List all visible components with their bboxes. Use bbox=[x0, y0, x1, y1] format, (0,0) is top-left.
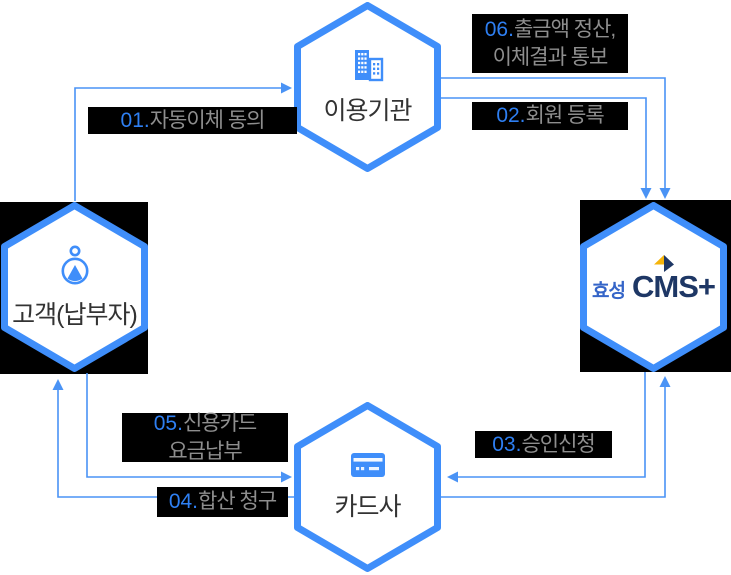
arrowhead-up-icon bbox=[52, 379, 64, 390]
step-05-label: 05.신용카드 요금납부 bbox=[122, 411, 288, 463]
node-customer: 고객(납부자) bbox=[1, 202, 148, 372]
hyosung-cms-logo: 효성 CMS+ bbox=[592, 255, 716, 305]
arrowheads bbox=[52, 82, 671, 483]
step-02-label: 02.회원 등록 bbox=[472, 102, 628, 130]
person-icon bbox=[61, 245, 88, 284]
node-institution-label: 이용기관 bbox=[323, 96, 412, 125]
node-card: 카드사 bbox=[294, 402, 441, 572]
connector-card-to-cms bbox=[441, 385, 666, 498]
step-05-text-line2: 요금납부 bbox=[168, 439, 242, 463]
step-03-number: 03. bbox=[492, 432, 522, 456]
step-02-text: 회원 등록 bbox=[525, 104, 605, 128]
step-01-number: 01. bbox=[120, 108, 150, 132]
node-card-label: 카드사 bbox=[334, 492, 401, 521]
arrowhead-right-icon bbox=[281, 471, 292, 483]
step-05-number: 05. bbox=[153, 411, 183, 435]
connector-02 bbox=[441, 97, 647, 190]
arrowhead-down-icon bbox=[640, 188, 652, 199]
logo-hyosung-text: 효성 bbox=[592, 281, 626, 302]
connector-03 bbox=[457, 372, 646, 478]
step-05-text: 신용카드 bbox=[182, 411, 257, 435]
step-06-text: 출금액 정산, bbox=[513, 17, 616, 41]
step-03-label: 03.승인신청 bbox=[475, 431, 612, 458]
logo-cms-text: CMS+ bbox=[631, 269, 716, 304]
step-06-text-line2: 이체결과 통보 bbox=[492, 45, 609, 69]
step-06-label: 06.출금액 정산, 이체결과 통보 bbox=[472, 14, 628, 73]
step-04-text: 합산 청구 bbox=[198, 490, 277, 514]
connector-05 bbox=[86, 373, 282, 478]
credit-card-icon bbox=[350, 452, 385, 477]
arrowhead-down-icon bbox=[659, 188, 671, 199]
step-01-label: 01.자동이체 동의 bbox=[88, 107, 297, 134]
step-04-label: 04.합산 청구 bbox=[157, 487, 288, 517]
arrowhead-up-icon bbox=[659, 376, 671, 387]
node-institution: 이용기관 bbox=[294, 2, 441, 172]
connector-06 bbox=[441, 77, 666, 190]
arrowhead-right-icon bbox=[281, 82, 292, 94]
node-customer-label: 고객(납부자) bbox=[12, 300, 138, 329]
step-04-number: 04. bbox=[168, 490, 199, 514]
step-02-number: 02. bbox=[496, 104, 526, 128]
building-icon bbox=[354, 49, 383, 81]
arrowhead-left-icon bbox=[447, 471, 458, 483]
step-03-text: 승인신청 bbox=[521, 432, 595, 456]
hyosung-triangle-icon bbox=[653, 255, 674, 272]
step-06-number: 06. bbox=[484, 17, 514, 41]
connector-01 bbox=[74, 87, 282, 201]
step-01-text: 자동이체 동의 bbox=[149, 108, 266, 132]
node-cms: 효성 CMS+ bbox=[580, 202, 727, 372]
